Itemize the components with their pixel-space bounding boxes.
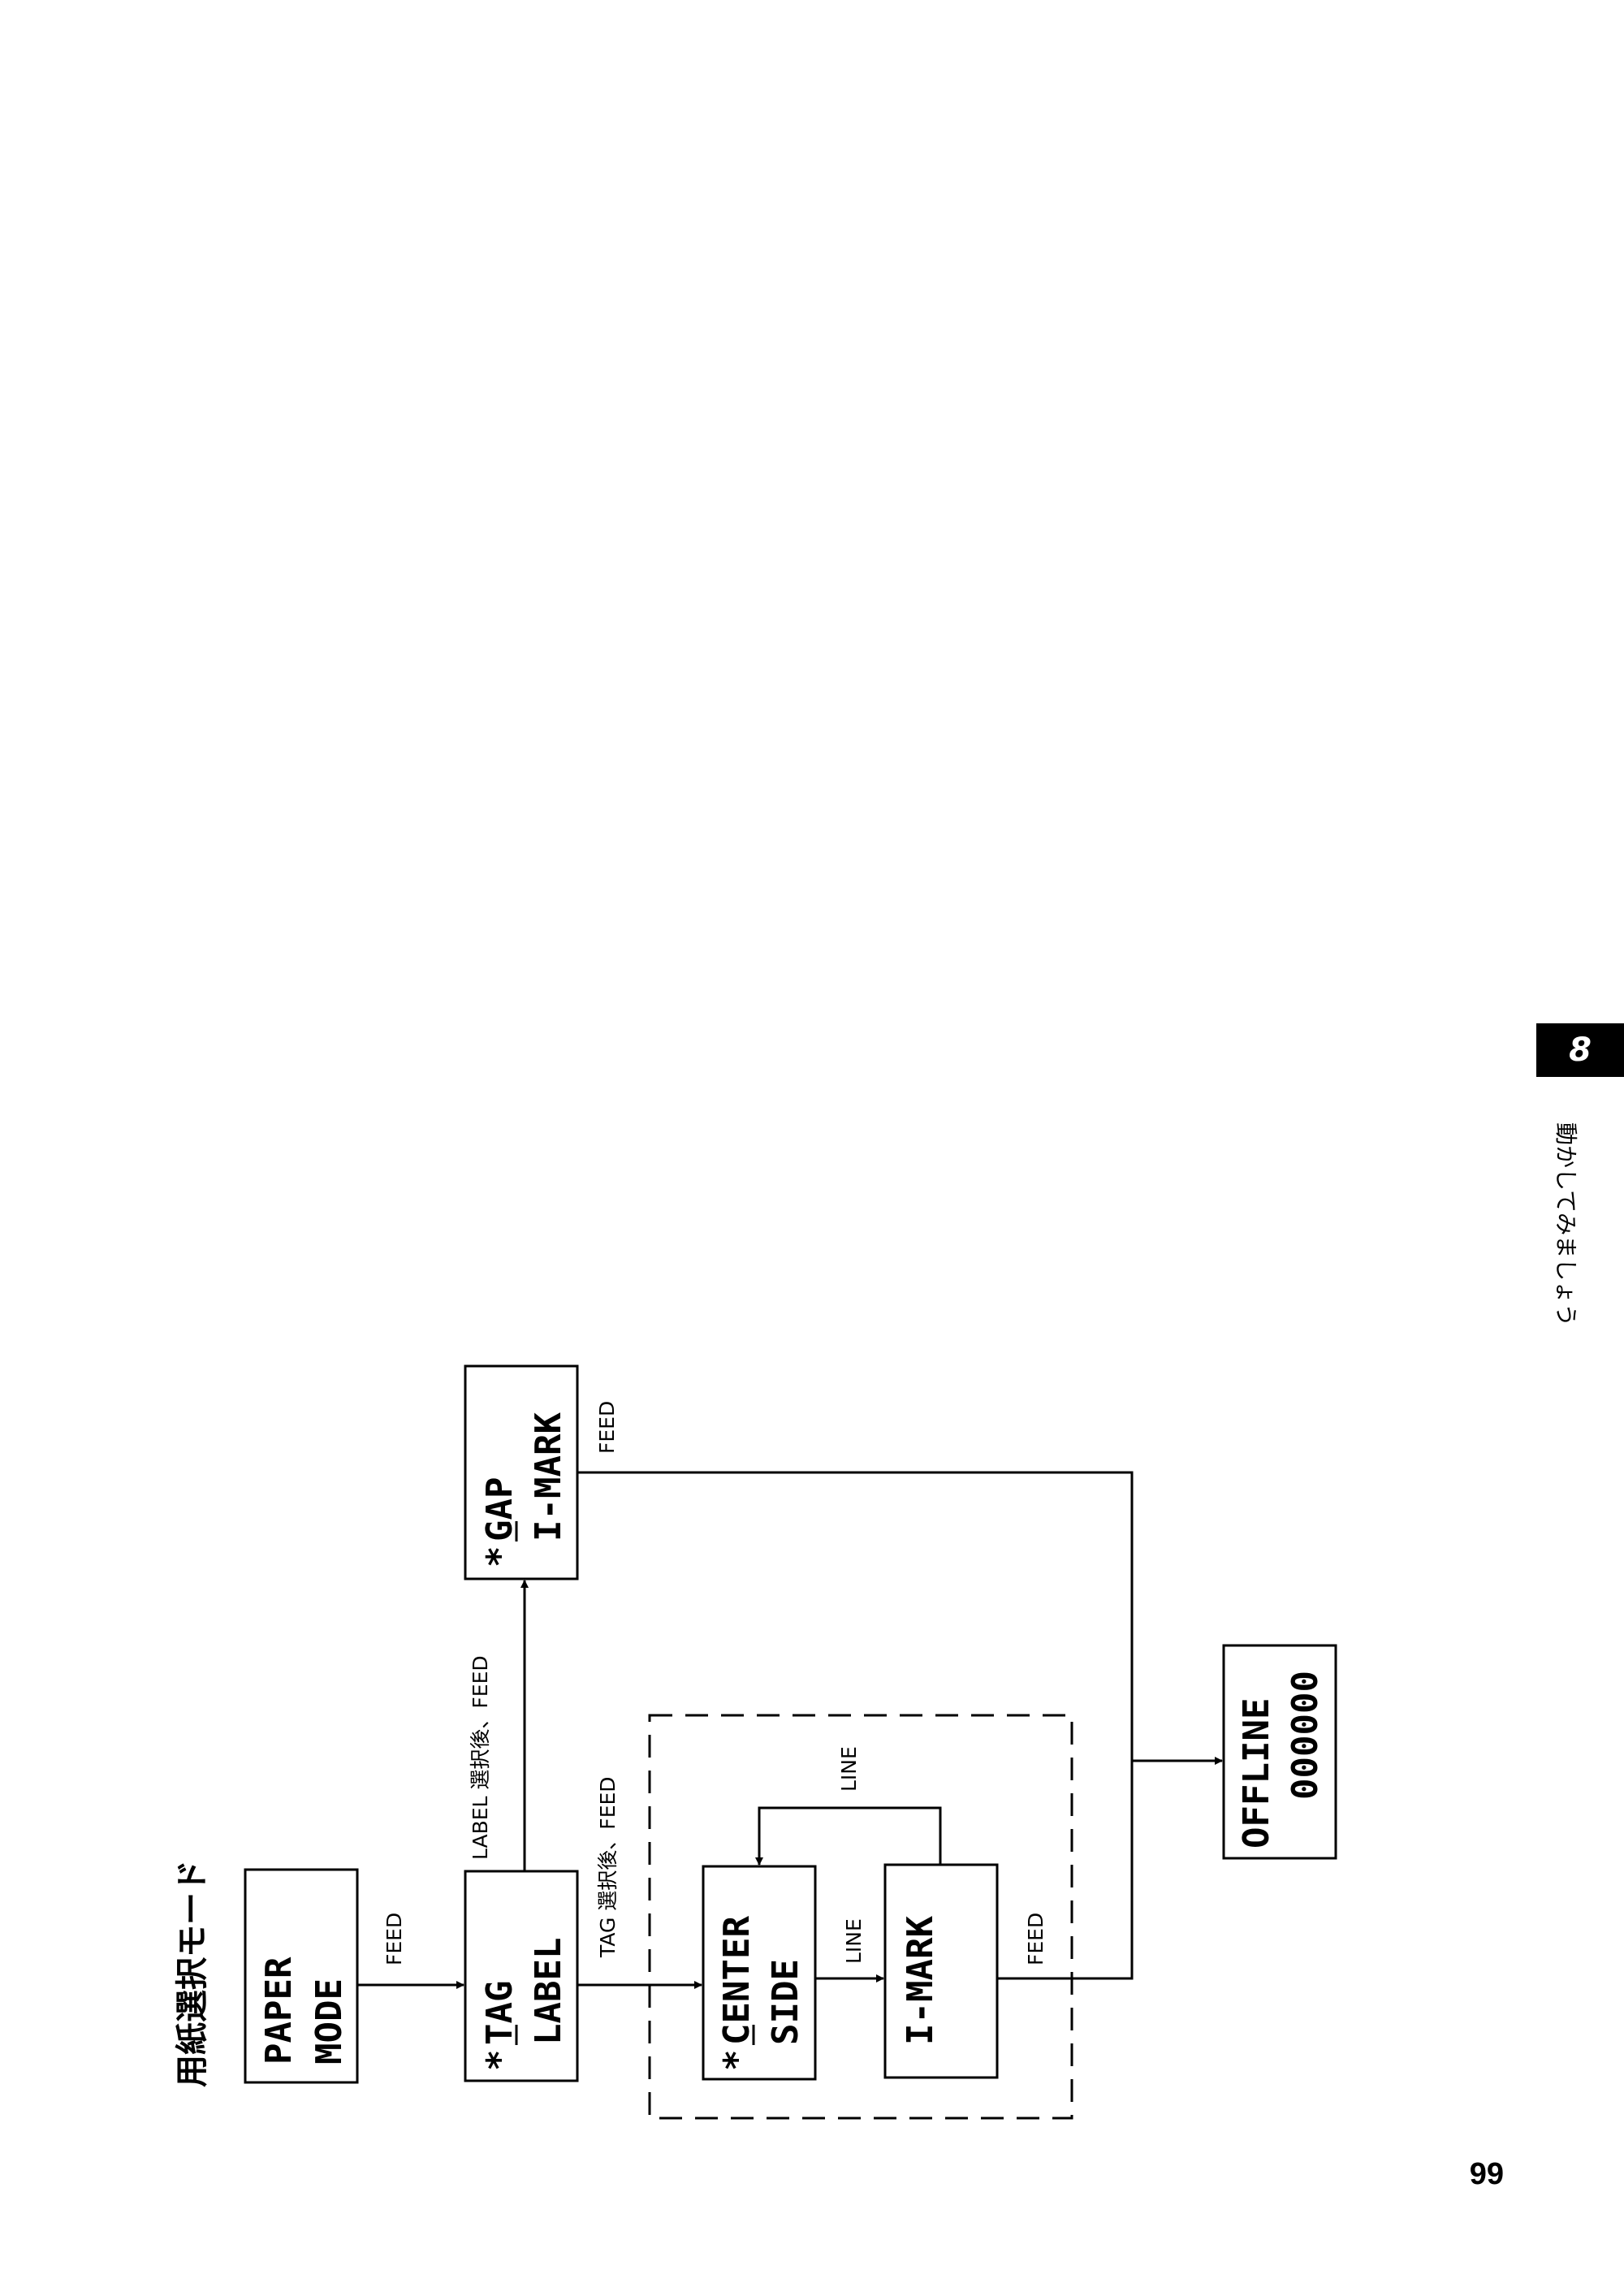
diagram-title: 用紙選択モード — [174, 1860, 211, 2087]
edge-tag-to-gap: LABEL 選択後、FEED — [469, 1580, 529, 1871]
tag-options-group — [648, 1714, 1073, 2120]
edge-label-tag-feed: TAG 選択後、FEED — [596, 1776, 620, 1958]
center-star: * — [716, 2050, 758, 2072]
tag-label-line1: TAG — [479, 1981, 520, 2045]
tag-star: * — [479, 2050, 520, 2072]
paper-mode-line1: PAPER — [258, 1957, 300, 2065]
edge-label-feed: FEED — [1024, 1913, 1047, 1965]
center-side-line2: SIDE — [765, 1959, 806, 2045]
edge-label-label-feed: LABEL 選択後、FEED — [469, 1655, 492, 1860]
node-paper-mode: PAPER MODE — [244, 1868, 359, 2084]
edge-label-line: LINE — [837, 1746, 861, 1792]
imark-line1: I-MARK — [900, 1916, 941, 2045]
edge-label-feed: FEED — [595, 1401, 619, 1454]
node-offline: OFFLINE 000000 — [1222, 1644, 1337, 1860]
gap-imark-line1: GAP — [479, 1477, 520, 1541]
edge-tag-to-center: TAG 選択後、FEED — [577, 1776, 702, 1989]
edge-label-line: LINE — [842, 1918, 866, 1964]
gap-imark-line2: I-MARK — [528, 1412, 569, 1541]
offline-line2: 000000 — [1285, 1671, 1326, 1800]
node-imark: I-MARK — [883, 1863, 999, 2079]
chapter-number: 8 — [1569, 1031, 1592, 1069]
edge-gap-feed: FEED — [577, 1401, 1134, 1761]
edge-imark-to-center: LINE — [755, 1746, 942, 1866]
chapter-tab: 8 — [1536, 1023, 1624, 1077]
page-number: 99 — [1469, 2157, 1504, 2191]
offline-line1: OFFLINE — [1236, 1698, 1277, 1848]
center-side-line1: CENTER — [716, 1916, 758, 2045]
gap-star: * — [479, 1546, 520, 1568]
chapter-title: 動かしてみましょう — [1553, 1122, 1579, 1326]
tag-label-line2: LABEL — [528, 1938, 569, 2045]
node-gap-imark: * GAP I-MARK — [464, 1364, 579, 1580]
edge-paper-to-tag: FEED — [357, 1913, 464, 1989]
paper-mode-line2: MODE — [309, 1978, 350, 2065]
edge-label-feed: FEED — [382, 1913, 406, 1965]
node-center-side: * CENTER SIDE — [702, 1865, 817, 2081]
edge-imark-feed: FEED — [997, 1761, 1134, 1980]
node-tag-label: * TAG LABEL — [464, 1870, 579, 2082]
edge-center-to-imark: LINE — [815, 1918, 884, 1983]
